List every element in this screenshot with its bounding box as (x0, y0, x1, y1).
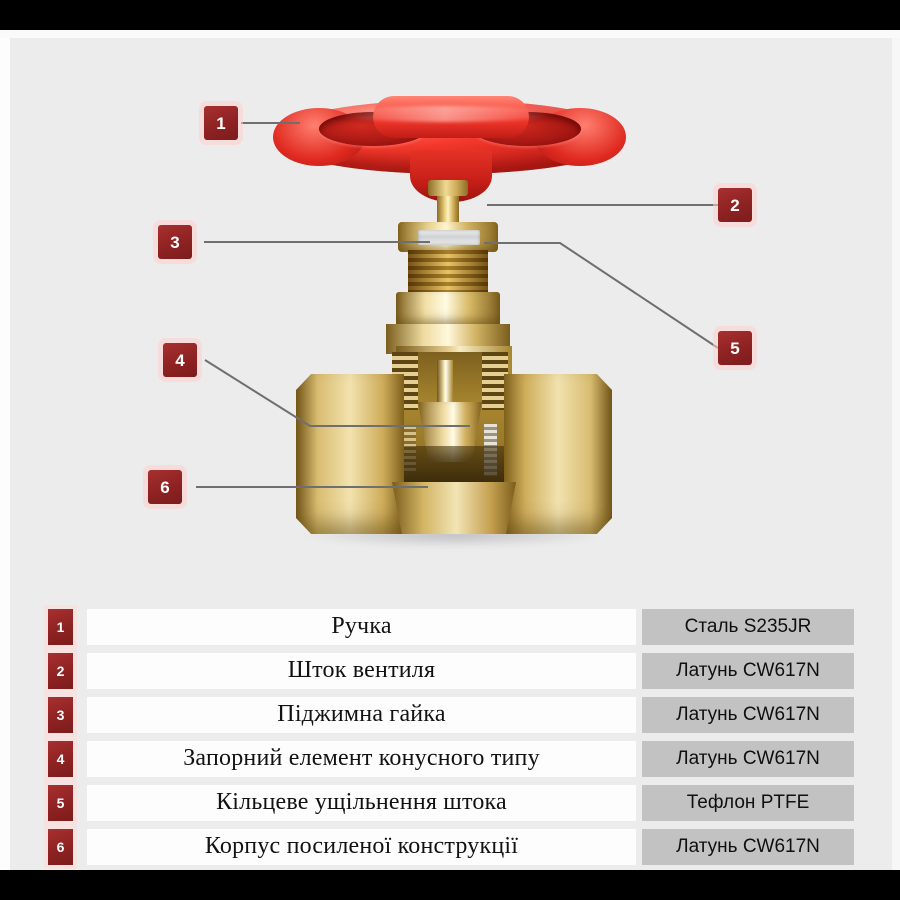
handwheel-highlight (335, 106, 555, 122)
bonnet-threaded-section (408, 250, 488, 294)
legend-material-1: Сталь S235JR (642, 608, 854, 645)
legend-material-6: Латунь CW617N (642, 828, 854, 865)
legend-part-name-2: Шток вентиля (87, 652, 636, 689)
callout-badge-1[interactable]: 1 (204, 106, 238, 140)
callout-badge-3[interactable]: 3 (158, 225, 192, 259)
legend-material-5: Тефлон PTFE (642, 784, 854, 821)
leader-lines (196, 122, 719, 488)
card-edge-left (0, 30, 10, 870)
stem-retaining-nut (428, 180, 468, 196)
table-row: 3 Піджимна гайка Латунь CW617N (48, 693, 854, 736)
content-card: 1 2 3 4 5 6 1 Ручка Сталь S235JR 2 Шток … (0, 30, 900, 870)
inner-stem (437, 360, 453, 412)
legend-number-4: 4 (48, 740, 73, 777)
table-row: 1 Ручка Сталь S235JR (48, 605, 854, 648)
valve-illustration: 1 2 3 4 5 6 (0, 30, 900, 575)
legend-part-name-1: Ручка (87, 608, 636, 645)
legend-part-name-6: Корпус посиленої конструкції (87, 828, 636, 865)
body-bottom (392, 482, 516, 534)
table-row: 4 Запорний елемент конусного типу Латунь… (48, 737, 854, 780)
legend-number-2: 2 (48, 652, 73, 689)
legend-part-name-3: Піджимна гайка (87, 696, 636, 733)
callout-badge-4[interactable]: 4 (163, 343, 197, 377)
card-edge-right (892, 30, 900, 870)
legend-part-name-5: Кільцеве ущільнення штока (87, 784, 636, 821)
legend-number-5: 5 (48, 784, 73, 821)
leader-line-4 (204, 359, 470, 427)
legend-part-name-4: Запорний елемент конусного типу (87, 740, 636, 777)
stem-o-ring-seal (418, 230, 480, 245)
body-outlet-hex-end (504, 374, 612, 534)
callout-badge-2[interactable]: 2 (718, 188, 752, 222)
legend-number-3: 3 (48, 696, 73, 733)
card-edge-top (0, 30, 900, 38)
cavity-thread-right (482, 352, 508, 410)
cavity-shadow (392, 446, 508, 484)
table-row: 2 Шток вентиля Латунь CW617N (48, 649, 854, 692)
bonnet-hex-nut (396, 292, 500, 326)
callout-badge-6[interactable]: 6 (148, 470, 182, 504)
table-row: 6 Корпус посиленої конструкції Латунь CW… (48, 825, 854, 868)
legend-material-2: Латунь CW617N (642, 652, 854, 689)
legend-table: 1 Ручка Сталь S235JR 2 Шток вентиля Лату… (48, 605, 854, 869)
legend-number-6: 6 (48, 828, 73, 865)
leader-line-5 (484, 242, 719, 349)
body-inlet-hex-end (296, 374, 404, 534)
legend-material-3: Латунь CW617N (642, 696, 854, 733)
table-row: 5 Кільцеве ущільнення штока Тефлон PTFE (48, 781, 854, 824)
handwheel (273, 92, 626, 202)
legend-number-1: 1 (48, 608, 73, 645)
legend-material-4: Латунь CW617N (642, 740, 854, 777)
callout-badge-5[interactable]: 5 (718, 331, 752, 365)
